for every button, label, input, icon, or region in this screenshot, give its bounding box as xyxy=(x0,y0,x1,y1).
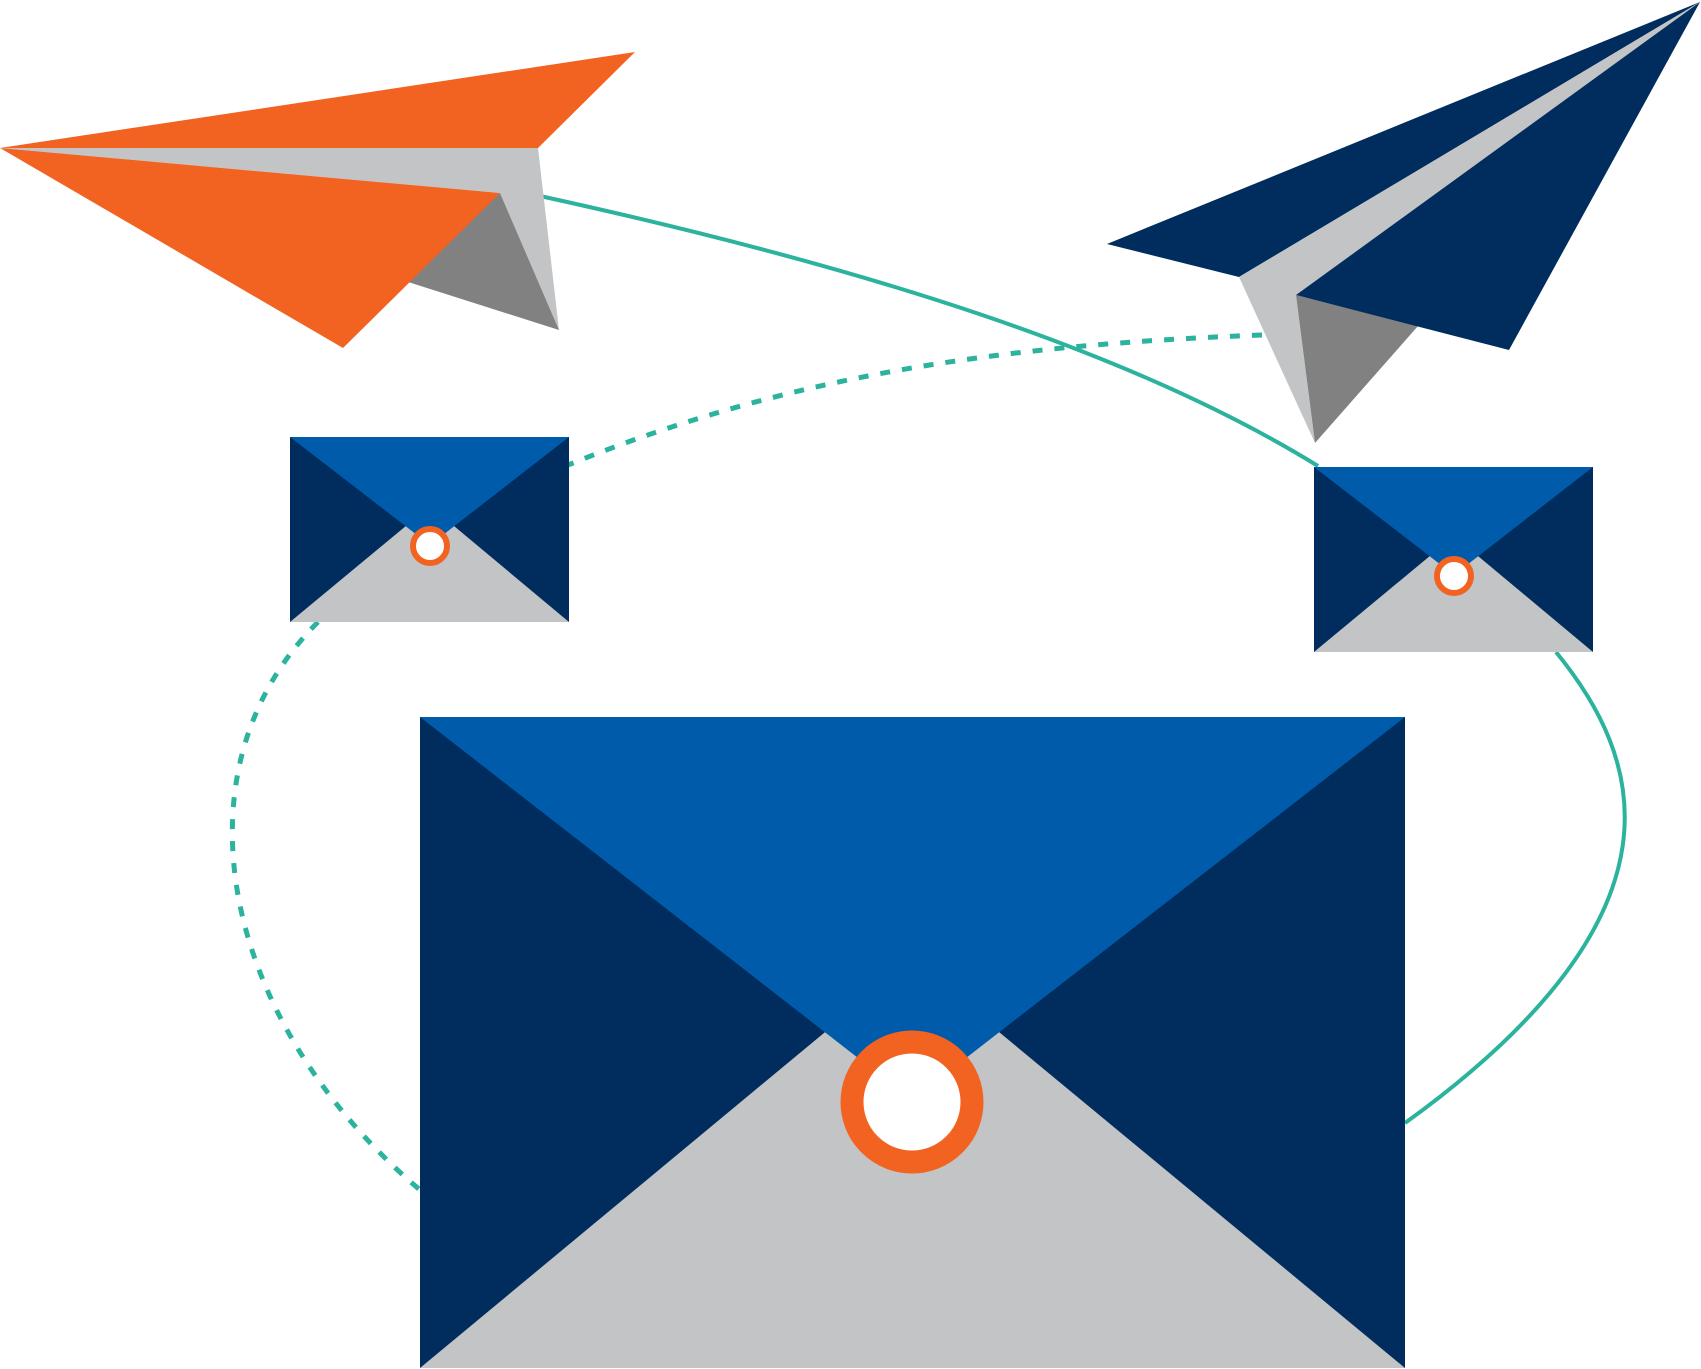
solid-flight-path-return xyxy=(1403,650,1627,1125)
envelope-large-icon xyxy=(420,717,1405,1368)
solid-flight-path xyxy=(539,194,1320,468)
envelope-small-left-icon xyxy=(290,437,569,622)
paper-plane-navy-icon xyxy=(1107,2,1700,443)
envelope-seal-icon xyxy=(1434,556,1474,596)
dashed-flight-path xyxy=(567,332,1263,468)
envelope-seal-icon xyxy=(840,1030,984,1174)
dashed-flight-path-return xyxy=(229,620,422,1192)
envelope-seal-icon xyxy=(410,526,450,566)
envelope-small-right-icon xyxy=(1314,467,1593,652)
paper-plane-orange-icon xyxy=(0,52,635,348)
flight-paths xyxy=(229,194,1627,1192)
